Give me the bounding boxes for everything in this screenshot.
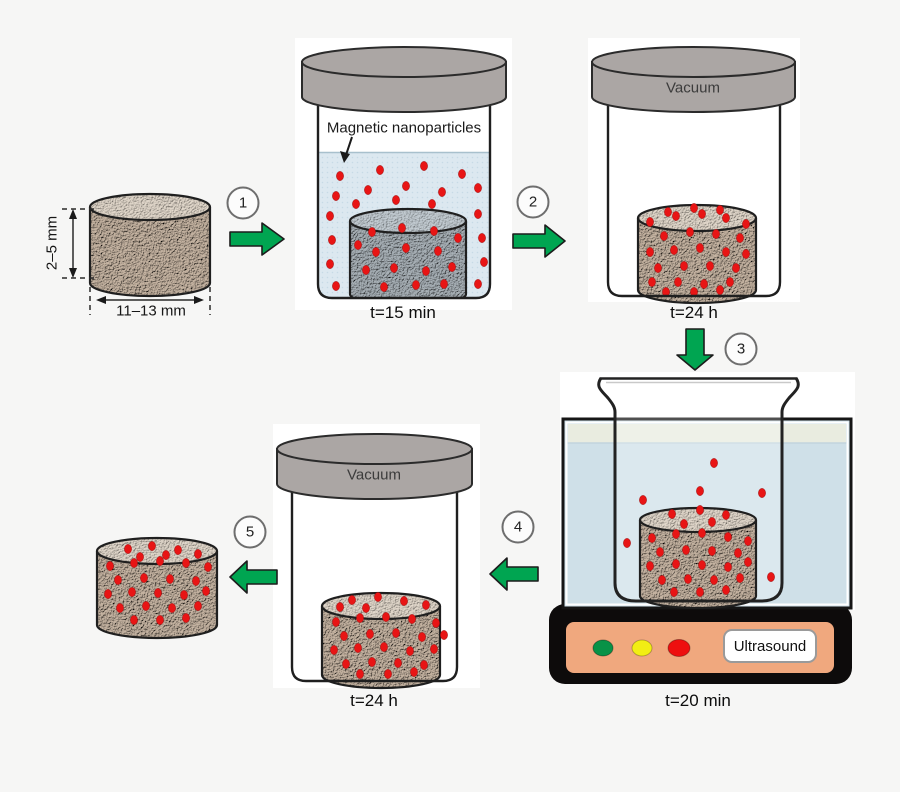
nanoparticle-jar-station bbox=[301, 46, 507, 300]
vacuum-lid-label-top: Vacuum bbox=[666, 79, 720, 97]
jar1-outline bbox=[316, 100, 492, 300]
indicator-red bbox=[667, 639, 691, 657]
ultrasound-label-text: Ultrasound bbox=[733, 637, 807, 655]
nanoparticles-in-liquid bbox=[326, 161, 488, 291]
jar3-sample-nanoparticles bbox=[330, 592, 448, 679]
jar3-sample-rim bbox=[320, 591, 442, 621]
ultrasound-device-label: Ultrasound bbox=[723, 629, 817, 663]
step4-badge: 4 bbox=[501, 510, 535, 544]
step1-time-caption: t=15 min bbox=[370, 303, 436, 322]
jar3-lid bbox=[276, 433, 473, 500]
stone-sample-outline bbox=[88, 207, 212, 298]
stone-sample-top bbox=[90, 194, 210, 220]
final-sample-nanoparticles bbox=[104, 541, 212, 625]
indicator-green bbox=[592, 639, 614, 657]
jar2-outline bbox=[606, 100, 782, 298]
jar3-outline bbox=[290, 488, 459, 683]
step5-arrow-icon bbox=[229, 560, 278, 594]
step3-time-caption: t=20 min bbox=[665, 691, 731, 710]
jar2-lid bbox=[591, 46, 796, 113]
initial-sample-station bbox=[62, 192, 212, 315]
step3-badge: 3 bbox=[724, 332, 758, 366]
vacuum-jar-top-station bbox=[591, 46, 796, 305]
step1-badge: 1 bbox=[226, 186, 260, 220]
step3-arrow-icon bbox=[676, 328, 714, 371]
bath-surface-band bbox=[568, 424, 846, 443]
diameter-dimension bbox=[89, 287, 211, 315]
magnetic-nanoparticles-label: Magnetic nanoparticles bbox=[326, 119, 482, 137]
step2-badge: 2 bbox=[516, 185, 550, 219]
beaker-outline bbox=[597, 377, 800, 603]
vacuum-jar-bottom-station bbox=[276, 433, 473, 690]
submerged-sample-body bbox=[350, 221, 466, 298]
sample-diameter-label: 11–13 mm bbox=[116, 302, 186, 320]
height-dimension bbox=[62, 208, 94, 279]
jar1-lid bbox=[301, 46, 507, 113]
step4-time-caption: t=24 h bbox=[350, 691, 398, 710]
annotation-pointer-arrow bbox=[340, 136, 353, 163]
bath-sample-nanoparticles bbox=[646, 505, 752, 597]
sample-height-label: 2–5 mm bbox=[43, 215, 61, 271]
step2-arrow-icon bbox=[512, 224, 566, 258]
indicator-yellow bbox=[631, 639, 653, 657]
step4-arrow-icon bbox=[489, 557, 539, 591]
submerged-sample-top bbox=[350, 209, 466, 233]
step2-time-caption: t=24 h bbox=[670, 303, 718, 322]
stone-sample-body bbox=[90, 207, 210, 296]
jar2-sample-nanoparticles bbox=[646, 203, 750, 297]
final-sample-station bbox=[95, 536, 219, 640]
submerged-sample-rim bbox=[348, 207, 468, 235]
bath-liquid-nanoparticles bbox=[623, 458, 775, 582]
step1-arrow-icon bbox=[229, 222, 285, 256]
step5-badge: 5 bbox=[233, 515, 267, 549]
stone-sample-rim bbox=[88, 192, 212, 222]
nanoparticles-on-sample bbox=[354, 223, 462, 292]
final-sample-outline bbox=[95, 551, 219, 640]
vacuum-lid-label-bottom: Vacuum bbox=[347, 466, 401, 484]
